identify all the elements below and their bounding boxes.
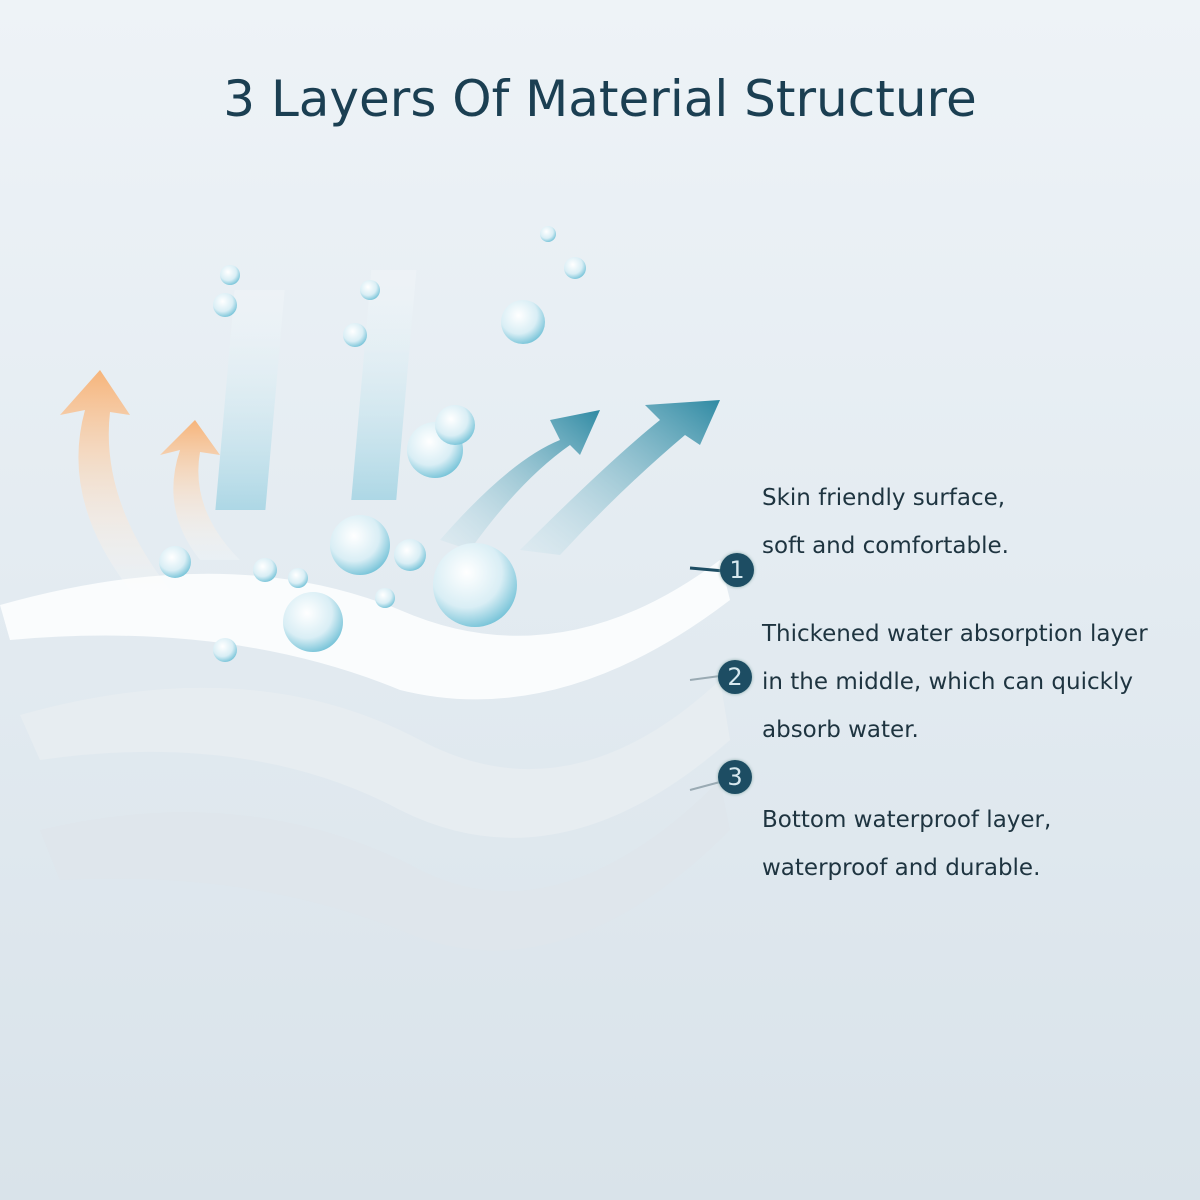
layer-3-badge: 3 [718, 760, 752, 794]
layer-2-badge: 2 [718, 660, 752, 694]
warm-arrow-2 [160, 420, 240, 560]
layer-2-sheet [20, 680, 730, 838]
layer-2-description: Thickened water absorption layer in the … [762, 610, 1148, 754]
warm-arrow-1 [60, 370, 170, 590]
layer-3-line-2: waterproof and durable. [762, 855, 1041, 881]
water-droplets [159, 226, 586, 662]
layer-2-line-3: absorb water. [762, 717, 919, 743]
layer-1-description: Skin friendly surface, soft and comforta… [762, 474, 1009, 570]
layer-1-badge: 1 [720, 553, 754, 587]
layer-2-line-1: Thickened water absorption layer [762, 621, 1148, 647]
layer-1-line-1: Skin friendly surface, [762, 485, 1006, 511]
layer-3-sheet [40, 780, 730, 951]
layer-1-sheet [0, 560, 730, 700]
layer-3-line-1: Bottom waterproof layer, [762, 807, 1052, 833]
cool-arrow-1 [440, 410, 600, 550]
cool-arrow-2 [520, 400, 720, 555]
layer-1-line-2: soft and comfortable. [762, 533, 1009, 559]
layer-2-line-2: in the middle, which can quickly [762, 669, 1133, 695]
page-title: 3 Layers Of Material Structure [223, 70, 977, 128]
layer-3-description: Bottom waterproof layer, waterproof and … [762, 796, 1051, 892]
